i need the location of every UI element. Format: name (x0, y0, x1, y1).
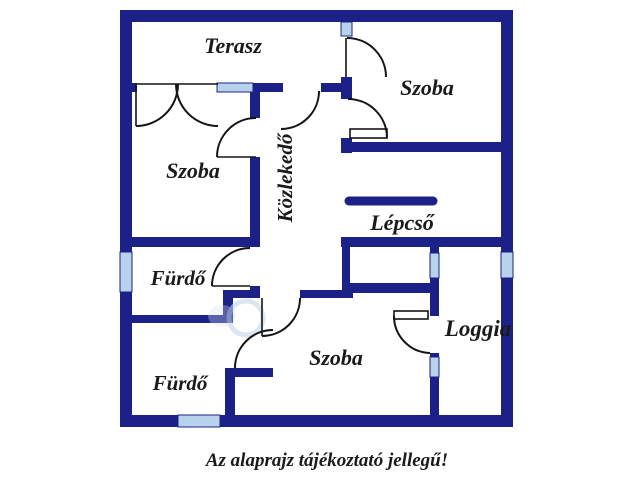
window-loggia-wall (429, 356, 440, 378)
wall-hall-left-b (250, 157, 260, 247)
wall-loggia-left-b (430, 278, 439, 316)
window-right-wall (500, 251, 514, 279)
wall-terasz-a (253, 83, 283, 92)
wall-furdo-divider (120, 315, 233, 323)
room-labels: Terasz Szoba Szoba Közlekedő Lépcső Fürd… (150, 33, 512, 395)
outer-wall-top (120, 10, 513, 22)
terasz-double-door-arc-left (135, 83, 179, 127)
hall-szoba-bottom-door-arc (261, 297, 301, 337)
wall-hall-left-a (250, 92, 260, 118)
wall-wc-left (342, 247, 350, 293)
room-label-furdo-lower: Fürdő (152, 371, 209, 395)
room-label-kozlekedo: Közlekedő (273, 132, 297, 223)
room-label-loggia: Loggia (444, 316, 511, 341)
interior-walls (120, 77, 513, 427)
wall-middle-left (120, 237, 260, 247)
outer-wall-left (120, 10, 132, 427)
room-label-terasz: Terasz (204, 33, 262, 58)
window-top-notch (340, 21, 353, 37)
wall-furdo-lower-right (225, 377, 235, 427)
wall-jog-horizontal (223, 290, 260, 298)
terasz-double-door-arc-right (175, 83, 219, 127)
szoba-furdo-lower-door-arc (234, 329, 274, 369)
hall-szoba-top-door-arc (347, 98, 388, 139)
wall-terasz-szoba-divider-b (341, 138, 352, 153)
doors (135, 37, 431, 369)
wall-middle-right (341, 237, 513, 247)
terasz-szoba-door-arc (346, 37, 387, 78)
watermark (208, 298, 266, 338)
window-terasz-wall (216, 82, 254, 93)
room-label-szoba-top: Szoba (400, 75, 454, 100)
room-label-szoba-left: Szoba (166, 158, 220, 183)
terasz-hall-door-arc (280, 90, 320, 130)
wall-terasz-b (321, 83, 352, 92)
outer-wall-right (501, 10, 513, 427)
szoba-loggia-door-leaf (393, 310, 429, 320)
wall-terasz-stub-left (132, 83, 137, 92)
wall-szoba-top-bottom (352, 142, 513, 152)
window-left-wall (119, 251, 133, 293)
szoba-loggia-door-arc (393, 315, 431, 354)
wall-wc-bottom (350, 283, 433, 293)
room-label-szoba-bottom: Szoba (309, 345, 363, 370)
watermark-circle (226, 298, 266, 338)
windows (119, 21, 514, 428)
window-wc-wall (429, 252, 440, 279)
hall-szoba-top-door-leaf (349, 128, 388, 139)
window-bottom-wall (177, 414, 221, 428)
wall-loggia-left-a (430, 247, 439, 253)
room-label-furdo-upper: Fürdő (150, 266, 207, 290)
wall-szoba-bottom-top (300, 290, 353, 298)
hall-szoba-left-door-arc (216, 117, 257, 158)
wall-furdo-lower-top (225, 368, 273, 377)
wall-loggia-left-d (430, 377, 439, 417)
room-label-lepcso: Lépcső (369, 210, 436, 235)
disclaimer-caption: Az alaprajz tájékoztató jellegű! (205, 450, 448, 471)
hall-furdo-upper-door-arc (211, 247, 251, 287)
wall-loggia-left-c (430, 353, 439, 358)
wall-terasz-szoba-divider-a (341, 77, 352, 99)
wall-jog-vertical (223, 290, 233, 323)
